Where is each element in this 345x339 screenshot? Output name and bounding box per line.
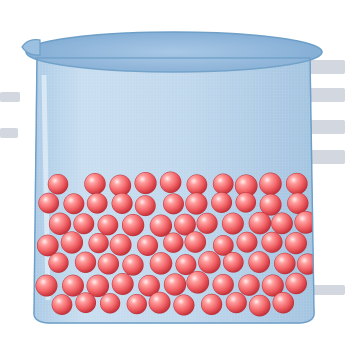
beaker-spout [22, 40, 40, 55]
